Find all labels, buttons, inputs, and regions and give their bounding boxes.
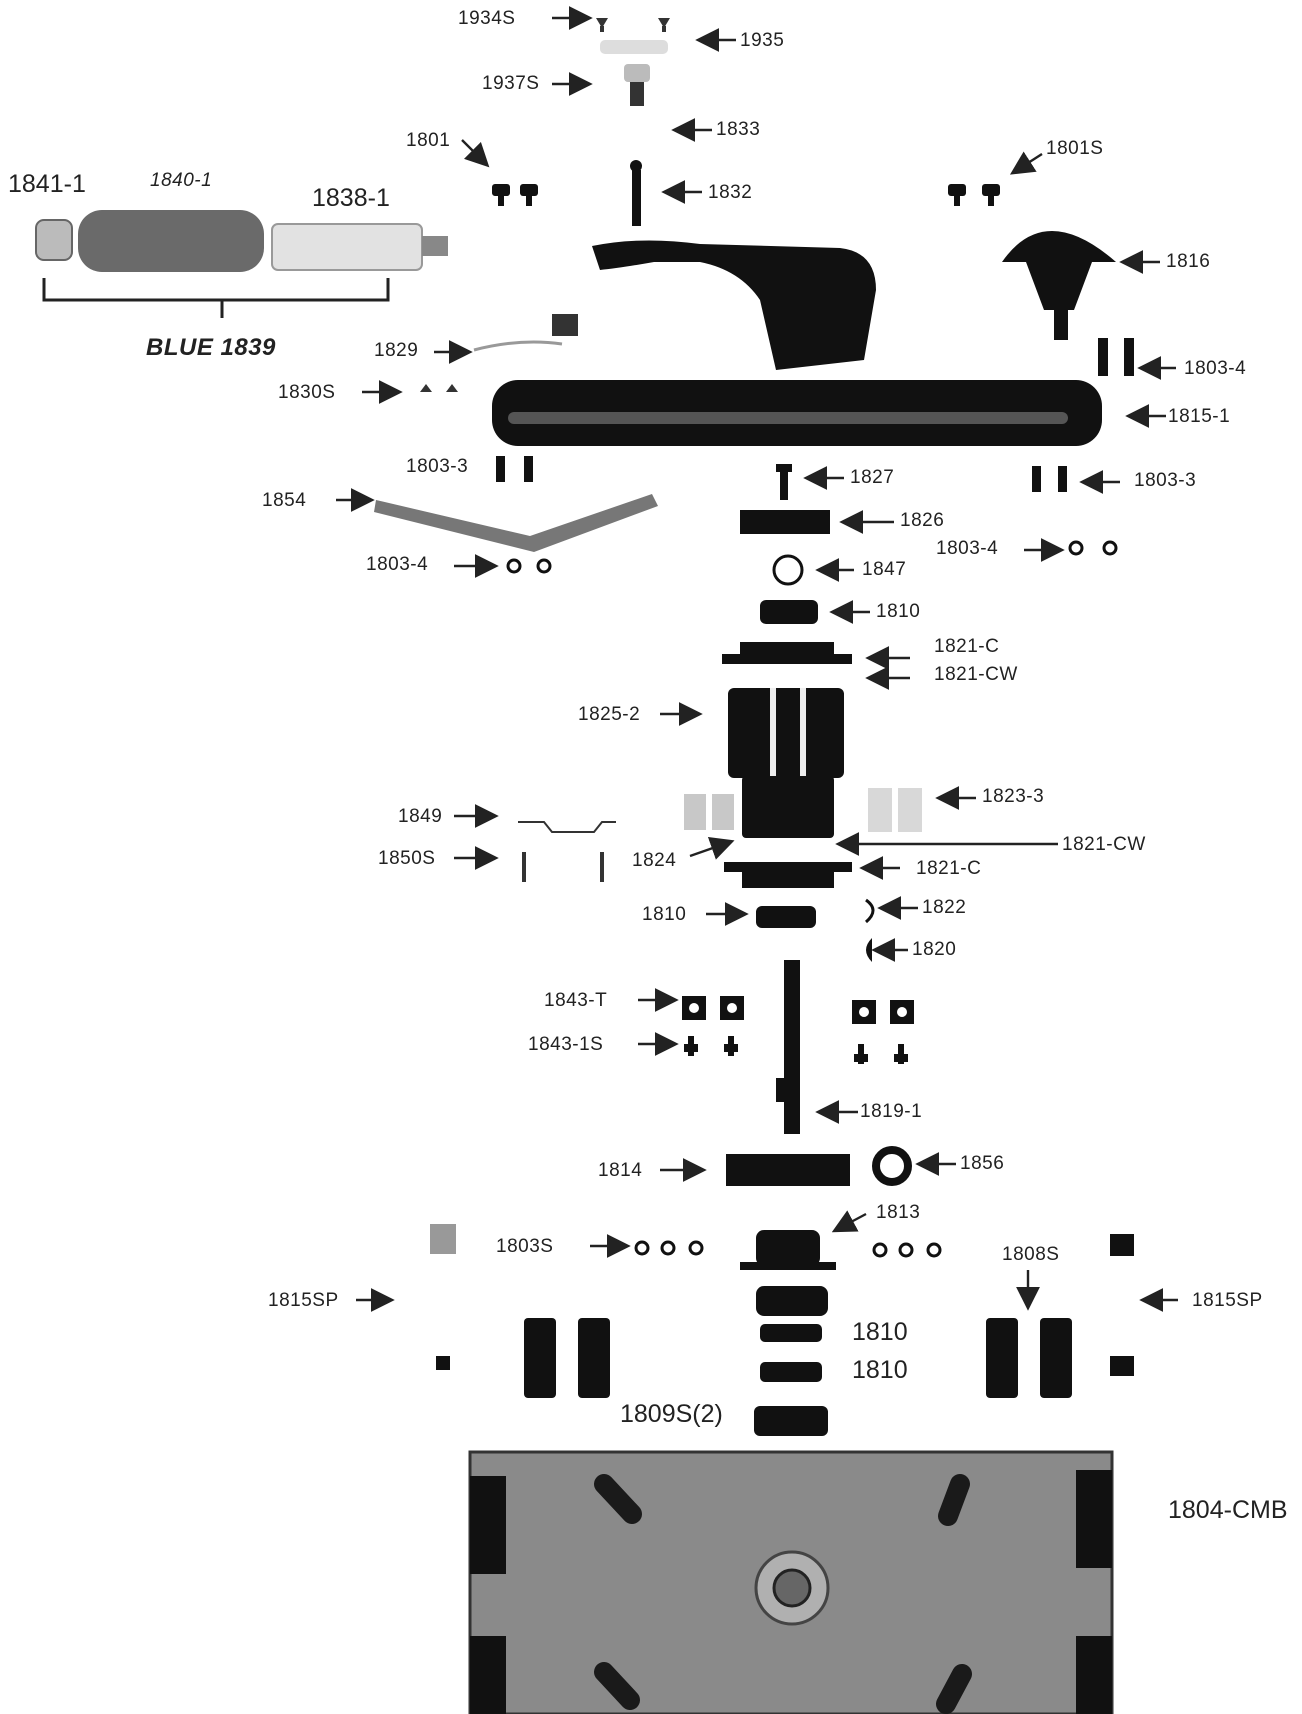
bracket-blue-1839 (42, 278, 390, 318)
label-1816: 1816 (1166, 251, 1211, 272)
part-1829-bracket (473, 314, 578, 352)
part-1815-1-housing (492, 240, 1102, 446)
label-1821-c-top: 1821-C (934, 636, 1000, 657)
label-1823-3: 1823-3 (982, 786, 1045, 807)
label-1803-4-left: 1803-4 (366, 554, 429, 575)
part-1934s-screws (596, 18, 670, 32)
label-1813: 1813 (876, 1202, 921, 1223)
label-1849: 1849 (398, 806, 443, 827)
label-1826: 1826 (900, 510, 945, 531)
part-1810-bearings-bottom (756, 1286, 828, 1382)
part-1841-1-collar (35, 219, 73, 261)
part-1824-stator (742, 776, 834, 838)
label-1838-1: 1838-1 (312, 184, 390, 212)
label-1815sp-right: 1815SP (1192, 1290, 1263, 1311)
label-1815-1: 1815-1 (1168, 406, 1231, 427)
part-1856-ring (872, 1146, 912, 1186)
label-1841-1: 1841-1 (8, 170, 86, 198)
part-1819-1-shaft (776, 960, 800, 1134)
label-1810-mid: 1810 (642, 904, 687, 925)
label-1803s: 1803S (496, 1236, 554, 1257)
label-1847: 1847 (862, 559, 907, 580)
label-1810-lower-b: 1810 (852, 1356, 908, 1384)
part-1854-tilt-bar (374, 494, 658, 552)
part-1826-cap (740, 510, 830, 534)
label-1824: 1824 (632, 850, 677, 871)
label-1850s: 1850S (378, 848, 436, 869)
part-1830s-screws (420, 384, 458, 392)
label-1829: 1829 (374, 340, 419, 361)
part-1803-3-spacers-left (496, 456, 533, 482)
part-1813-hub (740, 1230, 836, 1270)
part-1825-2-rotor (728, 688, 844, 778)
part-1810-bearing-mid (756, 906, 816, 928)
part-1803s-washers (634, 1240, 942, 1258)
label-1814: 1814 (598, 1160, 643, 1181)
label-1801: 1801 (406, 130, 451, 151)
label-1830s: 1830S (278, 382, 336, 403)
label-1821-c-bottom: 1821-C (916, 858, 982, 879)
label-1856: 1856 (960, 1153, 1005, 1174)
part-1832-pin (630, 160, 642, 226)
label-1843-t: 1843-T (544, 990, 608, 1011)
part-1843-t-blocks (682, 996, 914, 1024)
label-1827: 1827 (850, 467, 895, 488)
part-1820-key (866, 938, 872, 962)
part-1843-1s-screws (684, 1036, 908, 1064)
part-1827-screw (776, 464, 792, 500)
label-1934s: 1934S (458, 8, 516, 29)
part-1816-knob (1002, 231, 1116, 340)
label-1832: 1832 (708, 182, 753, 203)
part-1803-3-spacers-right (1032, 466, 1067, 492)
label-1822: 1822 (922, 897, 967, 918)
label-1843-1s: 1843-1S (528, 1034, 604, 1055)
label-1809s-2: 1809S(2) (620, 1400, 723, 1428)
label-1804-cmb: 1804-CMB (1168, 1496, 1288, 1524)
part-1803-4-washers (506, 540, 1118, 574)
label-1819-1: 1819-1 (860, 1101, 923, 1122)
label-1935: 1935 (740, 30, 785, 51)
part-1821-c-bottom (724, 862, 852, 888)
part-1838-1-tube (271, 223, 448, 271)
label-1854: 1854 (262, 490, 307, 511)
label-1801s: 1801S (1046, 138, 1104, 159)
part-1815sp-left (430, 1224, 456, 1370)
label-1840-1: 1840-1 (150, 170, 213, 191)
part-1801-screws (492, 184, 538, 206)
label-1937s: 1937S (482, 73, 540, 94)
part-1822-clip (864, 898, 875, 924)
part-1814-plate (726, 1154, 850, 1186)
part-1804-cmb-board (468, 1450, 1114, 1714)
part-1840-1-grip (78, 210, 264, 272)
label-1810-top: 1810 (876, 601, 921, 622)
label-1803-4-right: 1803-4 (936, 538, 999, 559)
part-1809s-drive (754, 1406, 828, 1436)
label-1820: 1820 (912, 939, 957, 960)
label-1803-4-top: 1803-4 (1184, 358, 1247, 379)
part-1810-bearing-top (760, 600, 818, 624)
part-1803-4-bolts-top (1098, 338, 1134, 376)
label-1821-cw-bottom: 1821-CW (1062, 834, 1146, 855)
label-1808s: 1808S (1002, 1244, 1060, 1265)
part-1847-oring (772, 554, 804, 586)
part-1808s-bumpers (524, 1318, 1072, 1398)
label-1821-cw-top: 1821-CW (934, 664, 1018, 685)
part-1935-plate (600, 40, 668, 54)
label-1810-lower-a: 1810 (852, 1318, 908, 1346)
label-blue-1839: BLUE 1839 (146, 334, 276, 361)
label-1815sp-left: 1815SP (268, 1290, 339, 1311)
label-1825-2: 1825-2 (578, 704, 641, 725)
part-1849-clip (518, 821, 616, 833)
part-1850s-screws (522, 852, 604, 882)
label-1803-3-right: 1803-3 (1134, 470, 1197, 491)
leader-arrows (336, 6, 1178, 1312)
part-1937s-valve (624, 64, 650, 106)
part-1801s-screws (948, 184, 1000, 206)
part-1821-c-top (722, 642, 852, 664)
part-1823-3-brushes (684, 788, 922, 832)
label-1803-3-left: 1803-3 (406, 456, 469, 477)
part-1815sp-right (1110, 1234, 1134, 1376)
label-1833: 1833 (716, 119, 761, 140)
